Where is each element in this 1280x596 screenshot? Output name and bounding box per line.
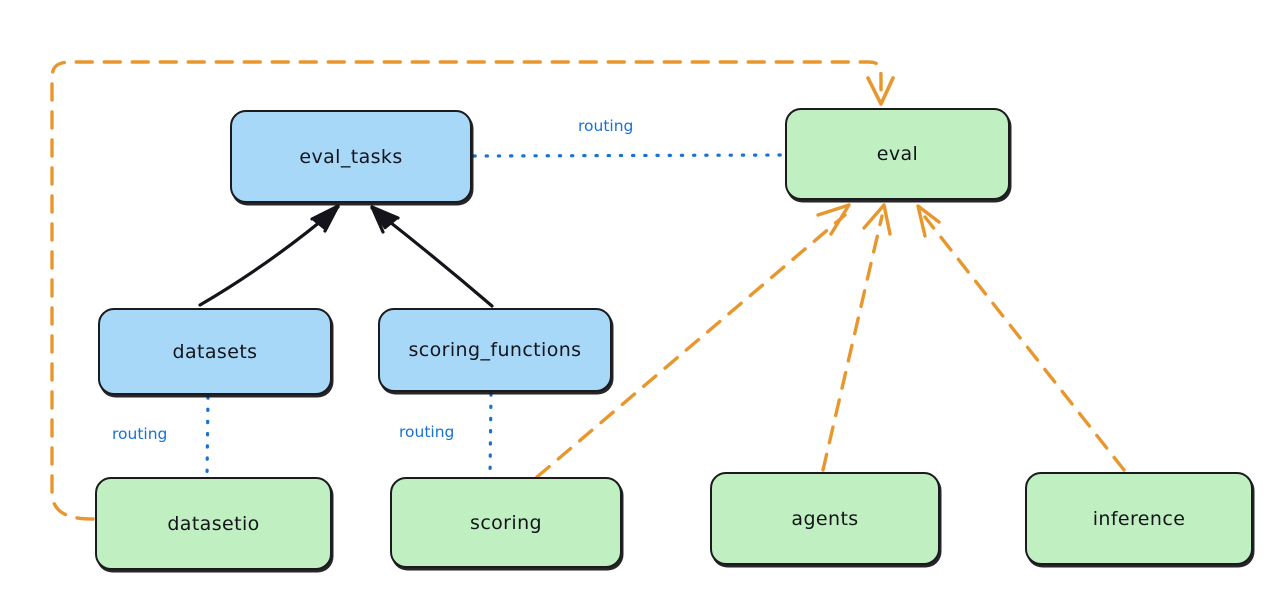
node-scoring-functions[interactable]: scoring_functions (378, 308, 612, 392)
edge-datasets-to-eval_tasks (198, 204, 340, 307)
node-label-datasetio: datasetio (167, 512, 260, 535)
node-label-datasets: datasets (172, 340, 258, 363)
edge-label-routing-datasets: routing (112, 425, 168, 443)
node-scoring[interactable]: scoring (390, 477, 622, 568)
node-eval-tasks[interactable]: eval_tasks (230, 110, 472, 203)
edge-datasetio-to-eval (50, 60, 895, 521)
edge-inference-to-eval (916, 204, 1126, 472)
edge-eval_tasks-to-eval (472, 153, 785, 158)
edge-scoring_functions-to-eval_tasks (370, 205, 494, 308)
node-label-agents: agents (791, 507, 859, 530)
edge-agents-to-eval (821, 203, 892, 472)
node-label-eval: eval (876, 143, 919, 165)
node-label-scoring-functions: scoring_functions (408, 339, 582, 361)
node-eval[interactable]: eval (785, 108, 1010, 200)
edge-label-routing-scoring: routing (399, 423, 455, 441)
node-label-inference: inference (1092, 507, 1186, 530)
node-label-eval-tasks: eval_tasks (299, 145, 403, 168)
edge-datasets-to-datasetio (205, 395, 210, 479)
node-datasetio[interactable]: datasetio (95, 477, 332, 570)
edge-scoring_functions-to-scoring (488, 392, 493, 479)
node-label-scoring: scoring (470, 511, 542, 534)
node-datasets[interactable]: datasets (98, 308, 332, 395)
edge-label-routing-eval: routing (578, 117, 634, 135)
node-agents[interactable]: agents (710, 472, 940, 565)
node-inference[interactable]: inference (1025, 472, 1253, 565)
